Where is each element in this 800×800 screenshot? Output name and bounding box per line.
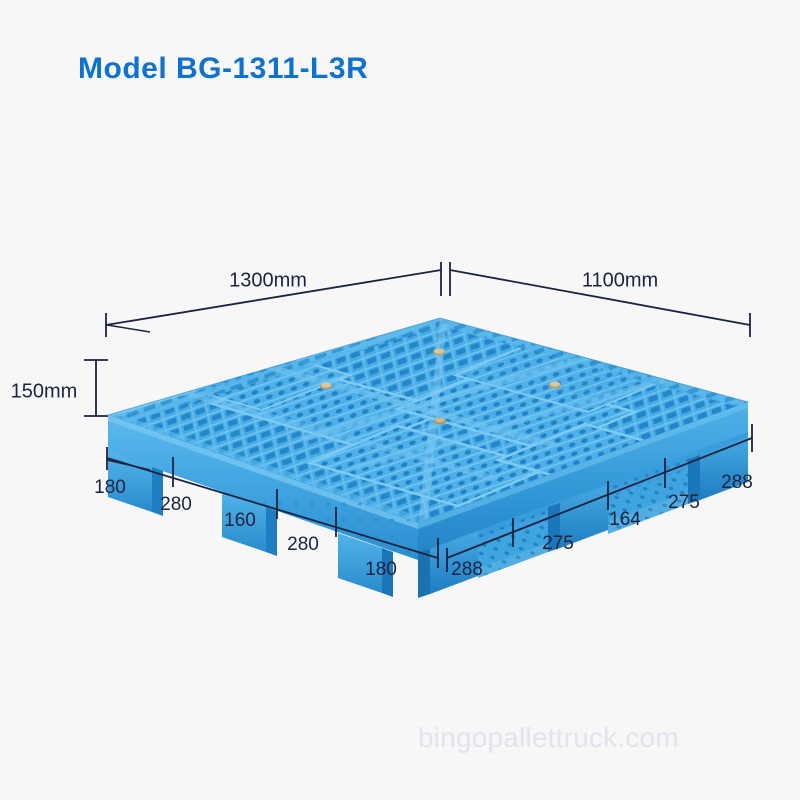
dim-label-bl-2: 280 <box>160 494 192 515</box>
pallet-feet-left <box>108 452 393 597</box>
deck-pin-icon <box>320 348 561 425</box>
page-title: Model BG-1311-L3R <box>78 52 369 85</box>
dim-bottom-left <box>106 447 439 568</box>
site-watermark: bingopallettruck.com <box>418 722 679 753</box>
dim-top-left <box>105 262 442 337</box>
dim-top-right <box>449 262 751 337</box>
dim-label-br-2: 275 <box>542 533 574 554</box>
dim-label-br-1: 288 <box>451 559 483 580</box>
dim-height <box>84 359 108 417</box>
dim-label-bl-1: 180 <box>94 477 126 498</box>
dim-bottom-right <box>446 424 753 572</box>
dim-label-bl-3: 160 <box>224 510 256 531</box>
dim-label-br-4: 275 <box>668 492 700 513</box>
dim-label-height: 150mm <box>10 380 78 403</box>
dim-label-bl-5: 180 <box>365 559 397 580</box>
pallet-bottom-perforation <box>478 468 688 578</box>
dim-label-br-5: 288 <box>721 472 753 493</box>
pallet-front-right-face <box>418 402 748 560</box>
dim-label-bl-4: 280 <box>287 534 319 555</box>
dim-label-width: 1100mm <box>581 269 659 292</box>
dimension-lines <box>84 262 753 572</box>
dim-label-br-3: 164 <box>609 509 641 530</box>
dim-label-length: 1300mm <box>229 269 307 292</box>
